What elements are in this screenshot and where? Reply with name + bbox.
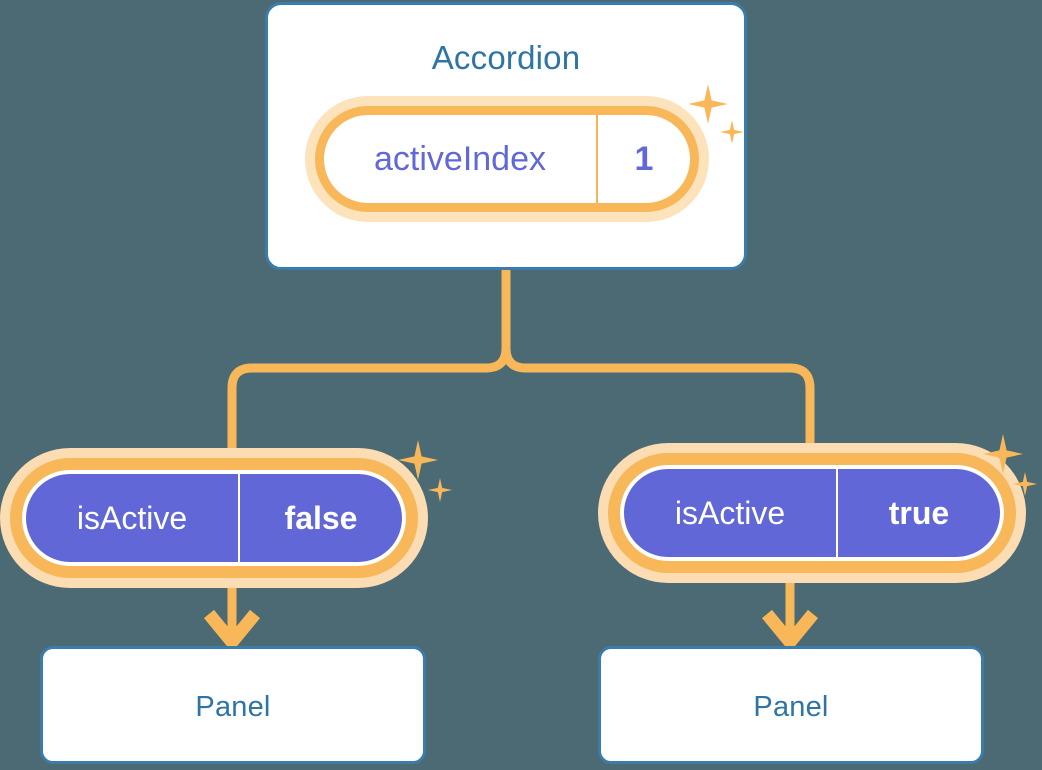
prop-key-label: isActive — [674, 494, 786, 531]
prop-divider — [836, 469, 838, 557]
sparkle-icon — [1013, 472, 1037, 496]
prop-divider — [238, 474, 240, 562]
prop-pill-active-index[interactable]: activeIndex 1 — [305, 96, 709, 222]
prop-divider — [596, 115, 598, 203]
prop-pill-body: isActive false — [22, 470, 406, 566]
prop-key-label: activeIndex — [374, 139, 546, 178]
panel-component-card-right[interactable]: Panel — [598, 646, 984, 764]
connector-right-branch — [501, 267, 815, 470]
connector-left-branch — [227, 267, 511, 475]
panel-title: Panel — [195, 691, 271, 723]
panel-title: Panel — [753, 691, 829, 723]
arrow-down-icon-left — [203, 583, 261, 653]
prop-key-label: isActive — [76, 499, 188, 536]
prop-value-label: true — [888, 494, 950, 531]
arrow-down-icon-right — [761, 578, 819, 653]
sparkle-group-is-active-left — [398, 440, 468, 510]
accordion-title: Accordion — [431, 39, 581, 76]
prop-pill-is-active-left[interactable]: isActive false — [22, 470, 406, 566]
prop-value-label: 1 — [634, 139, 654, 178]
prop-pill-body: activeIndex 1 — [315, 106, 699, 212]
sparkle-icon — [428, 478, 452, 502]
panel-component-card-left[interactable]: Panel — [40, 646, 426, 764]
prop-pill-body: isActive true — [620, 465, 1004, 561]
prop-value-label: false — [284, 499, 358, 536]
prop-pill-is-active-right[interactable]: isActive true — [620, 465, 1004, 561]
